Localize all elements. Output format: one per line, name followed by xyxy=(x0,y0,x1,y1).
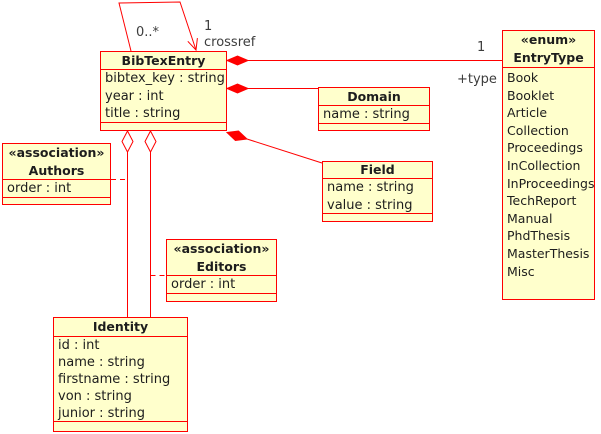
attribute: value : string xyxy=(327,197,413,213)
operations-compartment xyxy=(101,123,226,201)
editors-aggregation-association xyxy=(144,129,157,317)
class-name: BibTexEntry xyxy=(101,52,226,70)
class-identity: Identity id : int name : string firstnam… xyxy=(53,317,188,432)
enum-literal: Booklet xyxy=(507,87,555,103)
stereotype: «association» xyxy=(8,145,105,160)
open-arrowhead-icon xyxy=(187,38,198,52)
enum-literal: Book xyxy=(507,70,539,85)
attribute: name : string xyxy=(58,355,145,370)
operations-compartment xyxy=(323,214,432,273)
enum-literal: PhdThesis xyxy=(507,228,571,244)
enum-literal: MasterThesis xyxy=(507,245,590,261)
role-label-crossref: crossref xyxy=(204,35,256,50)
class-authors: «association» Authors order : int xyxy=(2,143,111,205)
attribute: name : string xyxy=(327,180,414,195)
filled-diamond-icon xyxy=(225,130,249,142)
enum-literal: Misc xyxy=(507,263,535,279)
class-name: Field xyxy=(323,162,432,179)
stereotype: «association» xyxy=(173,241,270,256)
class-domain: Domain name : string xyxy=(318,87,430,131)
class-name: Domain xyxy=(319,88,429,106)
operations-compartment xyxy=(54,422,187,434)
attribute: firstname : string xyxy=(58,372,171,387)
attribute: order : int xyxy=(7,181,72,196)
attribute: von : string xyxy=(58,389,132,404)
operations-compartment xyxy=(3,198,110,258)
attribute: year : int xyxy=(105,88,164,104)
class-field: Field name : string value : string xyxy=(322,161,433,222)
open-diamond-icon xyxy=(144,129,157,154)
enum-literal: InCollection xyxy=(507,157,581,173)
role-label-type: +type xyxy=(457,72,497,87)
authors-aggregation-association xyxy=(121,129,134,317)
crossref-self-association xyxy=(118,1,198,52)
attribute: bibtex_key : string xyxy=(105,71,225,86)
attribute: title : string xyxy=(105,106,181,122)
multiplicity-label-self: 0..* xyxy=(136,25,160,40)
attribute: name : string xyxy=(323,107,410,122)
attribute: order : int xyxy=(171,277,236,292)
enum-literal: InProceedings xyxy=(507,175,594,191)
enum-literal: Manual xyxy=(507,210,553,226)
domain-composition-association xyxy=(225,83,318,94)
class-bibtexentry: BibTexEntry bibtex_key : string year : i… xyxy=(100,51,227,131)
class-name: Identity xyxy=(54,318,187,337)
entrytype-composition-association xyxy=(225,55,502,66)
crossref-end-label: 1 crossref xyxy=(204,19,255,51)
enum-literal: Proceedings xyxy=(507,140,583,156)
field-composition-association xyxy=(225,130,323,164)
open-diamond-icon xyxy=(121,129,134,154)
attribute: id : int xyxy=(58,338,100,353)
multiplicity-label-type: 1 xyxy=(477,40,486,55)
multiplicity-label-crossref: 1 xyxy=(204,19,213,34)
enum-literal: TechReport xyxy=(507,193,577,209)
enum-literal: Collection xyxy=(507,122,569,138)
class-name: Authors xyxy=(28,162,85,178)
operations-compartment xyxy=(319,124,429,166)
filled-diamond-icon xyxy=(225,55,250,66)
filled-diamond-icon xyxy=(225,83,250,94)
stereotype: «enum» xyxy=(520,32,577,47)
attribute: junior : string xyxy=(58,406,145,421)
class-name: EntryType xyxy=(513,49,584,65)
class-entrytype: «enum» EntryType Book Booklet Article Co… xyxy=(502,30,595,300)
class-name: Editors xyxy=(196,258,247,274)
class-editors: «association» Editors order : int xyxy=(166,239,277,302)
enum-literal: Article xyxy=(507,105,548,121)
